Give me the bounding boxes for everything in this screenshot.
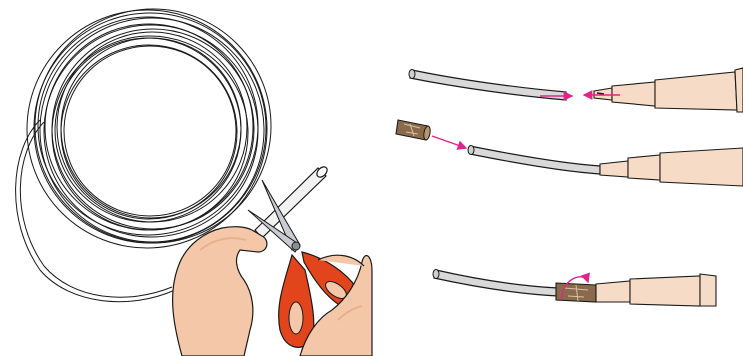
- tubing-segment-3: [433, 270, 558, 297]
- step-slide-sleeve-panel: [396, 120, 743, 186]
- catheter-3: [596, 274, 716, 306]
- tubing-segment-2: [468, 146, 600, 175]
- catheter-icon: [594, 68, 743, 112]
- left-hand: [173, 227, 267, 356]
- cut-tubing-panel: [16, 9, 372, 356]
- tubing-end: [255, 165, 329, 238]
- catheter-2: [600, 148, 743, 186]
- step-secure-panel: [433, 270, 716, 307]
- step-connect-panel: [409, 68, 743, 112]
- slide-arrow: [432, 136, 466, 148]
- sleeve-icon: [396, 120, 431, 140]
